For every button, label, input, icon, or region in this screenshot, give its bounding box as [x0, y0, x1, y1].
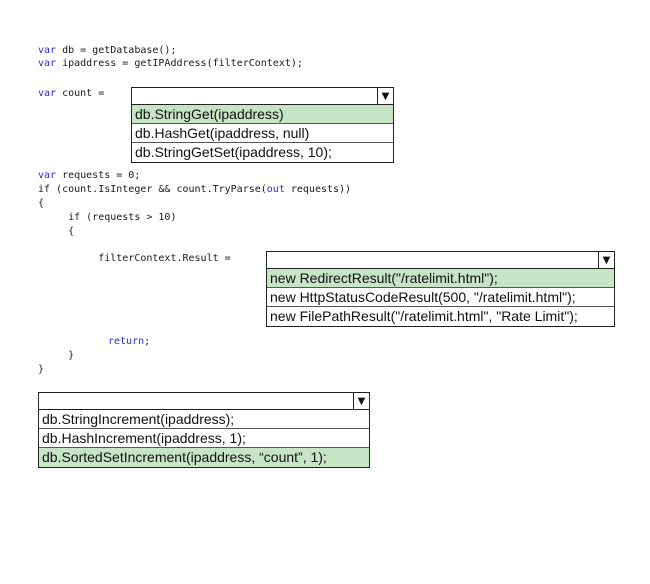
- count-dropdown[interactable]: ▼ db.StringGet(ipaddress) db.HashGet(ipa…: [131, 87, 394, 163]
- code-line-7: if (requests > 10): [38, 212, 177, 223]
- result-option-filepath[interactable]: new FilePathResult("/ratelimit.html", "R…: [270, 308, 578, 324]
- code-line-6: {: [38, 198, 45, 209]
- code-line-11: }: [38, 350, 75, 361]
- chevron-down-icon[interactable]: ▼: [353, 393, 369, 409]
- code-text: count =: [56, 88, 105, 99]
- keyword: out: [266, 184, 285, 195]
- count-option-hashget[interactable]: db.HashGet(ipaddress, null): [132, 124, 393, 143]
- result-option-redirect[interactable]: new RedirectResult("/ratelimit.html");: [267, 269, 614, 288]
- count-option-stringgetset[interactable]: db.StringGetSet(ipaddress, 10);: [135, 144, 332, 160]
- code-text: requests = 0;: [56, 170, 141, 181]
- code-line-12: }: [38, 364, 45, 375]
- increment-option-sortedset[interactable]: db.SortedSetIncrement(ipaddress, “count”…: [39, 448, 369, 467]
- increment-option-string[interactable]: db.StringIncrement(ipaddress);: [39, 410, 369, 429]
- code-text: ipaddress = getIPAddress(filterContext);: [56, 58, 303, 69]
- code-line-8: {: [38, 226, 75, 237]
- code-line-10: return;: [108, 335, 150, 348]
- code-line-2: var ipaddress = getIPAddress(filterConte…: [38, 57, 303, 70]
- increment-dropdown[interactable]: ▼ db.StringIncrement(ipaddress); db.Hash…: [38, 392, 370, 468]
- code-line-5: if (count.IsInteger && count.TryParse(ou…: [38, 183, 351, 196]
- code-line-4: var requests = 0;: [38, 169, 140, 182]
- keyword: var: [38, 45, 57, 56]
- count-dropdown-header[interactable]: ▼: [132, 88, 393, 105]
- code-line-9: filterContext.Result =: [38, 253, 231, 264]
- result-option-httpstatuscode[interactable]: new HttpStatusCodeResult(500, "/ratelimi…: [267, 288, 614, 307]
- keyword: var: [38, 88, 57, 99]
- code-line-3: var count =: [38, 87, 104, 100]
- increment-dropdown-header[interactable]: ▼: [39, 393, 369, 410]
- result-dropdown-header[interactable]: ▼: [267, 252, 614, 269]
- count-option-stringget[interactable]: db.StringGet(ipaddress): [132, 105, 393, 124]
- keyword: return: [108, 336, 145, 347]
- increment-option-hash[interactable]: db.HashIncrement(ipaddress, 1);: [39, 429, 369, 448]
- keyword: var: [38, 58, 57, 69]
- keyword: var: [38, 170, 57, 181]
- code-text: db = getDatabase();: [56, 45, 177, 56]
- code-text: requests)): [284, 184, 352, 195]
- result-dropdown[interactable]: ▼ new RedirectResult("/ratelimit.html");…: [266, 251, 615, 327]
- code-text: if (count.IsInteger && count.TryParse(: [38, 184, 267, 195]
- chevron-down-icon[interactable]: ▼: [598, 252, 614, 268]
- code-line-1: var db = getDatabase();: [38, 44, 176, 57]
- chevron-down-icon[interactable]: ▼: [377, 88, 393, 104]
- code-text: ;: [144, 336, 151, 347]
